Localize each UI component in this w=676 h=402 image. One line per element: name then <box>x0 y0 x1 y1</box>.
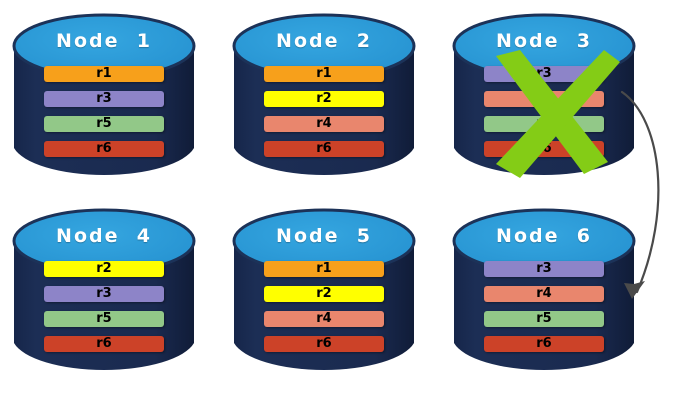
node-card-6[interactable]: Node 6 r3 r4 r5 r6 <box>452 205 636 380</box>
replica-bar[interactable]: r3 <box>484 261 604 277</box>
node-card-4[interactable]: Node 4 r2 r3 r5 r6 <box>12 205 196 380</box>
replica-bar[interactable]: r4 <box>264 116 384 132</box>
replica-bar[interactable]: r2 <box>264 91 384 107</box>
node-label-1: Node 1 <box>56 30 152 52</box>
replica-bar[interactable]: r3 <box>484 66 604 82</box>
replica-bar[interactable]: r4 <box>484 286 604 302</box>
replica-bar[interactable]: r2 <box>264 286 384 302</box>
replica-bar[interactable]: r3 <box>44 91 164 107</box>
replica-bar[interactable]: r1 <box>264 261 384 277</box>
replica-bar[interactable]: r1 <box>264 66 384 82</box>
replica-bar[interactable]: r6 <box>484 336 604 352</box>
replica-bar[interactable]: r6 <box>44 141 164 157</box>
node-label-3: Node 3 <box>496 30 592 52</box>
node-card-3[interactable]: Node 3 r3 r4 r5 r6 <box>452 10 636 185</box>
replica-bar[interactable]: r6 <box>44 336 164 352</box>
replica-bar[interactable]: r5 <box>44 116 164 132</box>
node-label-5: Node 5 <box>276 225 372 247</box>
node-card-1[interactable]: Node 1 r1 r3 r5 r6 <box>12 10 196 185</box>
replica-list-6: r3 r4 r5 r6 <box>484 261 604 352</box>
replica-list-1: r1 r3 r5 r6 <box>44 66 164 157</box>
replica-bar[interactable]: r2 <box>44 261 164 277</box>
node-card-5[interactable]: Node 5 r1 r2 r4 r6 <box>232 205 416 380</box>
replica-bar[interactable]: r4 <box>484 91 604 107</box>
replica-bar[interactable]: r1 <box>44 66 164 82</box>
replica-list-3: r3 r4 r5 r6 <box>484 66 604 157</box>
replica-bar[interactable]: r5 <box>484 311 604 327</box>
replica-list-4: r2 r3 r5 r6 <box>44 261 164 352</box>
replica-bar[interactable]: r6 <box>484 141 604 157</box>
replica-bar[interactable]: r5 <box>484 116 604 132</box>
replica-bar[interactable]: r6 <box>264 141 384 157</box>
replica-bar[interactable]: r5 <box>44 311 164 327</box>
replica-bar[interactable]: r3 <box>44 286 164 302</box>
node-label-2: Node 2 <box>276 30 372 52</box>
node-label-6: Node 6 <box>496 225 592 247</box>
replica-bar[interactable]: r4 <box>264 311 384 327</box>
replica-list-5: r1 r2 r4 r6 <box>264 261 384 352</box>
node-label-4: Node 4 <box>56 225 152 247</box>
replica-bar[interactable]: r6 <box>264 336 384 352</box>
replica-list-2: r1 r2 r4 r6 <box>264 66 384 157</box>
node-card-2[interactable]: Node 2 r1 r2 r4 r6 <box>232 10 416 185</box>
